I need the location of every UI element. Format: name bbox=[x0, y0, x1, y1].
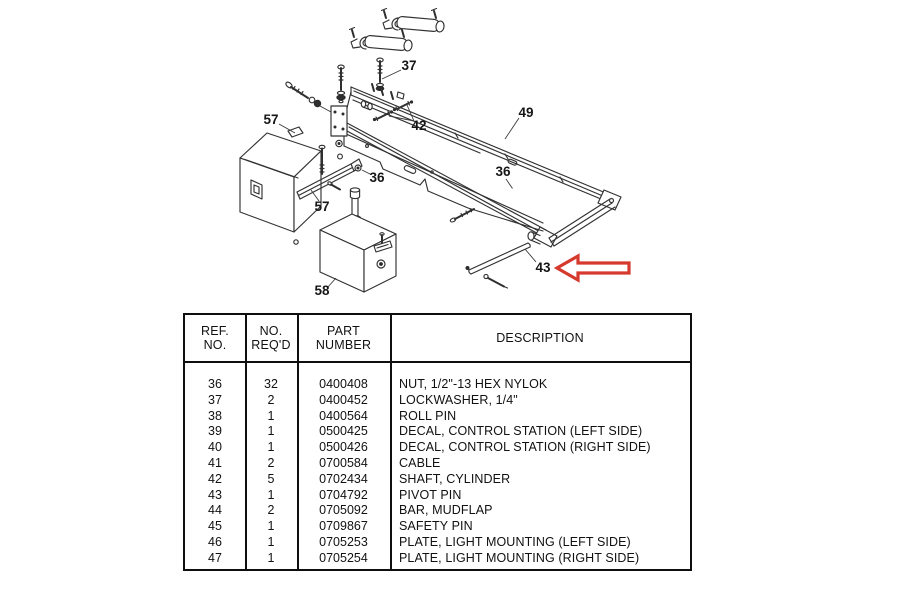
cell-qty: 2 bbox=[267, 503, 275, 518]
pivot-pin bbox=[465, 242, 531, 275]
callout-36-left: 36 bbox=[369, 170, 385, 185]
table-header-divider bbox=[185, 361, 690, 363]
callout-57-top: 57 bbox=[263, 112, 278, 127]
cell-qty: 1 bbox=[267, 440, 275, 455]
header-no-reqd: NO. REQ'D bbox=[251, 323, 291, 353]
cell-ref-no: 37 bbox=[208, 392, 222, 407]
callout-49: 49 bbox=[518, 105, 533, 120]
cell-qty: 32 bbox=[264, 377, 278, 391]
hydraulic-cylinder-upper bbox=[380, 7, 445, 33]
cell-part-number: 0400564 bbox=[319, 408, 368, 423]
cell-part-number: 0705092 bbox=[319, 503, 368, 518]
frame-weldment bbox=[343, 83, 622, 248]
table-column-divider bbox=[245, 315, 247, 569]
cell-part-number: 0702434 bbox=[319, 471, 368, 486]
cell-description: PIVOT PIN bbox=[399, 487, 462, 502]
cell-part-number: 0400408 bbox=[319, 377, 368, 391]
header-description: DESCRIPTION bbox=[496, 330, 584, 345]
cell-part-number: 0709867 bbox=[319, 519, 368, 534]
hydraulic-cylinder-lower bbox=[348, 26, 413, 52]
cell-description: DECAL, CONTROL STATION (RIGHT SIDE) bbox=[399, 440, 651, 455]
left-arrow-icon bbox=[553, 253, 631, 283]
mounting-plate bbox=[330, 91, 352, 160]
cell-description: SAFETY PIN bbox=[399, 519, 473, 534]
cell-ref-no: 44 bbox=[208, 503, 222, 518]
cell-part-number: 0704792 bbox=[319, 487, 368, 502]
cell-qty: 1 bbox=[267, 519, 275, 534]
header-part-number: PART NUMBER bbox=[315, 323, 372, 353]
callout-57-bottom: 57 bbox=[314, 199, 329, 214]
callout-58: 58 bbox=[314, 283, 330, 298]
callout-36-right: 36 bbox=[495, 164, 511, 179]
table-column-divider bbox=[390, 315, 392, 569]
leader-lines bbox=[278, 69, 537, 289]
cell-ref-no: 47 bbox=[208, 550, 222, 565]
cell-part-number: 0500425 bbox=[319, 424, 368, 439]
hydraulic-tank bbox=[319, 187, 397, 293]
cell-part-number: 0705254 bbox=[319, 550, 368, 565]
table-column-divider bbox=[297, 315, 299, 569]
cell-description: NUT, 1/2"-13 HEX NYLOK bbox=[399, 377, 548, 391]
cell-part-number: 0700584 bbox=[319, 455, 368, 470]
cell-part-number: 0400452 bbox=[319, 392, 368, 407]
cell-qty: 1 bbox=[267, 424, 275, 439]
cell-description: PLATE, LIGHT MOUNTING (LEFT SIDE) bbox=[399, 534, 631, 549]
callout-43: 43 bbox=[535, 260, 551, 275]
cell-description: PLATE, LIGHT MOUNTING (RIGHT SIDE) bbox=[399, 550, 640, 565]
cell-qty: 5 bbox=[267, 471, 275, 486]
cell-qty: 1 bbox=[267, 408, 275, 423]
cell-qty: 1 bbox=[267, 487, 275, 502]
cell-ref-no: 41 bbox=[208, 455, 222, 470]
mounting-channel bbox=[296, 144, 363, 200]
cell-ref-no: 40 bbox=[208, 440, 222, 455]
cell-ref-no: 38 bbox=[208, 408, 222, 423]
cell-part-number: 0705253 bbox=[319, 534, 368, 549]
red-arrow-annotation bbox=[553, 253, 631, 283]
parts-list-table: REF. NO. NO. REQ'D PART NUMBER DESCRIPTI… bbox=[183, 313, 692, 571]
parts-table-rows: 36 32 0400408 NUT, 1/2"-13 HEX NYLOK 37 2 0400… bbox=[185, 377, 690, 567]
cell-description: DECAL, CONTROL STATION (LEFT SIDE) bbox=[399, 424, 643, 439]
toolbox bbox=[239, 126, 322, 245]
table-header-row: REF. NO. NO. REQ'D PART NUMBER DESCRIPTI… bbox=[185, 315, 690, 361]
cell-description: SHAFT, CYLINDER bbox=[399, 471, 511, 486]
cell-ref-no: 46 bbox=[208, 534, 222, 549]
mounting-bolts bbox=[285, 57, 385, 113]
cell-description: CABLE bbox=[399, 455, 441, 470]
cell-part-number: 0500426 bbox=[319, 440, 368, 455]
cotter-pin bbox=[483, 273, 509, 289]
header-ref-no: REF. NO. bbox=[201, 323, 229, 353]
cell-qty: 2 bbox=[267, 392, 275, 407]
cell-ref-no: 43 bbox=[208, 487, 222, 502]
cell-ref-no: 45 bbox=[208, 519, 222, 534]
cell-description: LOCKWASHER, 1/4" bbox=[399, 392, 518, 407]
cell-qty: 2 bbox=[267, 455, 275, 470]
cell-description: BAR, MUDFLAP bbox=[399, 503, 493, 518]
callout-37: 37 bbox=[401, 58, 416, 73]
cell-qty: 1 bbox=[267, 534, 275, 549]
cell-qty: 1 bbox=[267, 550, 275, 565]
callout-42: 42 bbox=[411, 118, 426, 133]
cell-ref-no: 36 bbox=[208, 377, 222, 391]
cell-ref-no: 39 bbox=[208, 424, 222, 439]
cell-ref-no: 42 bbox=[208, 471, 222, 486]
cell-description: ROLL PIN bbox=[399, 408, 457, 423]
